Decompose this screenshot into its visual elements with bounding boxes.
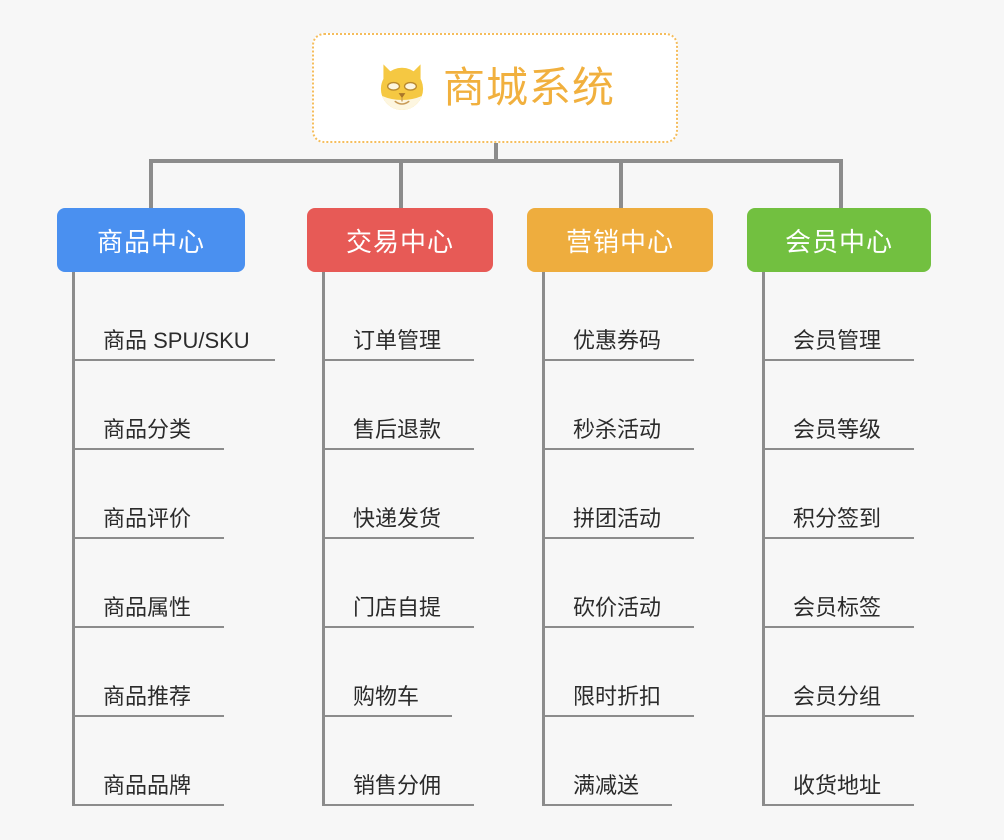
leaf-item-underline xyxy=(72,626,224,628)
leaf-item-underline xyxy=(542,448,694,450)
leaf-item-label: 快递发货 xyxy=(353,506,442,531)
leaf-item-label: 订单管理 xyxy=(353,328,442,353)
leaf-item-label: 商品 SPU/SKU xyxy=(103,328,250,353)
leaf-list: 会员管理会员等级积分签到会员标签会员分组收货地址 xyxy=(762,272,914,806)
leaf-item-underline xyxy=(72,715,224,717)
leaf-list: 商品 SPU/SKU 商品分类商品评价商品属性商品推荐商品品牌 xyxy=(72,272,275,806)
category-box-member-center[interactable]: 会员中心 xyxy=(747,208,931,272)
leaf-item[interactable]: 商品推荐 xyxy=(72,628,272,717)
leaf-item-label: 商品分类 xyxy=(103,417,192,442)
leaf-item-underline xyxy=(72,448,224,450)
leaf-item[interactable]: 订单管理 xyxy=(322,272,474,361)
leaf-item-underline xyxy=(322,448,474,450)
leaf-item[interactable]: 秒杀活动 xyxy=(542,361,694,450)
leaf-item-underline xyxy=(322,537,474,539)
leaf-item-label: 售后退款 xyxy=(353,417,442,442)
leaf-item-underline xyxy=(762,715,914,717)
leaf-item-underline xyxy=(72,359,275,361)
connector-drop-2 xyxy=(399,159,403,210)
leaf-item[interactable]: 会员等级 xyxy=(762,361,914,450)
column-spine xyxy=(322,272,325,806)
leaf-item[interactable]: 商品分类 xyxy=(72,361,272,450)
leaf-item-underline xyxy=(542,804,672,806)
leaf-item-underline xyxy=(322,715,452,717)
leaf-item[interactable]: 会员分组 xyxy=(762,628,914,717)
category-box-product-center[interactable]: 商品中心 xyxy=(57,208,245,272)
leaf-item[interactable]: 快递发货 xyxy=(322,450,474,539)
leaf-item-underline xyxy=(762,804,914,806)
leaf-item[interactable]: 门店自提 xyxy=(322,539,474,628)
leaf-item-label: 限时折扣 xyxy=(573,684,662,709)
category-box-marketing-center[interactable]: 营销中心 xyxy=(527,208,713,272)
leaf-item-label: 会员管理 xyxy=(793,328,882,353)
leaf-item-underline xyxy=(762,537,914,539)
leaf-item-underline xyxy=(762,359,914,361)
leaf-item-label: 满减送 xyxy=(573,773,640,798)
leaf-item-label: 秒杀活动 xyxy=(573,417,662,442)
leaf-item-label: 收货地址 xyxy=(793,773,882,798)
root-title: 商城系统 xyxy=(442,64,615,111)
leaf-item-underline xyxy=(542,537,694,539)
leaf-item-label: 积分签到 xyxy=(793,506,882,531)
connector-drop-3 xyxy=(619,159,623,210)
leaf-item-underline xyxy=(762,626,914,628)
leaf-item[interactable]: 积分签到 xyxy=(762,450,914,539)
leaf-item-label: 会员等级 xyxy=(793,417,882,442)
connector-bus xyxy=(149,159,843,163)
leaf-item-label: 购物车 xyxy=(353,684,420,709)
leaf-item[interactable]: 商品评价 xyxy=(72,450,272,539)
leaf-item-underline xyxy=(762,448,914,450)
leaf-item-underline xyxy=(542,715,694,717)
leaf-item[interactable]: 商品品牌 xyxy=(72,717,272,806)
leaf-item[interactable]: 销售分佣 xyxy=(322,717,474,806)
connector-trunk xyxy=(494,143,498,163)
leaf-item-underline xyxy=(322,359,474,361)
leaf-item[interactable]: 拼团活动 xyxy=(542,450,694,539)
leaf-item[interactable]: 售后退款 xyxy=(322,361,474,450)
leaf-item[interactable]: 购物车 xyxy=(322,628,463,717)
leaf-item[interactable]: 优惠券码 xyxy=(542,272,694,361)
leaf-item-label: 砍价活动 xyxy=(573,595,662,620)
leaf-list: 订单管理售后退款快递发货门店自提购物车销售分佣 xyxy=(322,272,474,806)
leaf-item-underline xyxy=(72,537,224,539)
leaf-item[interactable]: 会员管理 xyxy=(762,272,914,361)
leaf-list: 优惠券码秒杀活动拼团活动砍价活动限时折扣满减送 xyxy=(542,272,694,806)
leaf-item-label: 销售分佣 xyxy=(353,773,442,798)
leaf-item-underline xyxy=(542,626,694,628)
column-spine xyxy=(762,272,765,806)
leaf-item-underline xyxy=(72,804,224,806)
dog-face-icon xyxy=(380,64,424,110)
category-box-trade-center[interactable]: 交易中心 xyxy=(307,208,493,272)
leaf-item[interactable]: 满减送 xyxy=(542,717,683,806)
root-node-mall-system[interactable]: 商城系统 xyxy=(312,33,678,143)
column-spine xyxy=(72,272,75,806)
connector-drop-4 xyxy=(839,159,843,210)
column-spine xyxy=(542,272,545,806)
connector-drop-1 xyxy=(149,159,153,210)
leaf-item[interactable]: 商品属性 xyxy=(72,539,272,628)
leaf-item-label: 会员分组 xyxy=(793,684,882,709)
leaf-item[interactable]: 收货地址 xyxy=(762,717,914,806)
leaf-item-label: 优惠券码 xyxy=(573,328,662,353)
leaf-item[interactable]: 会员标签 xyxy=(762,539,914,628)
leaf-item-label: 门店自提 xyxy=(353,595,442,620)
leaf-item-label: 商品评价 xyxy=(103,506,192,531)
leaf-item-label: 商品品牌 xyxy=(103,773,192,798)
leaf-item-label: 商品推荐 xyxy=(103,684,192,709)
leaf-item[interactable]: 商品 SPU/SKU xyxy=(72,272,275,361)
leaf-item-label: 会员标签 xyxy=(793,595,882,620)
leaf-item-label: 商品属性 xyxy=(103,595,192,620)
leaf-item-label: 拼团活动 xyxy=(573,506,662,531)
leaf-item[interactable]: 限时折扣 xyxy=(542,628,694,717)
leaf-item[interactable]: 砍价活动 xyxy=(542,539,694,628)
leaf-item-underline xyxy=(322,626,474,628)
leaf-item-underline xyxy=(322,804,474,806)
leaf-item-underline xyxy=(542,359,694,361)
